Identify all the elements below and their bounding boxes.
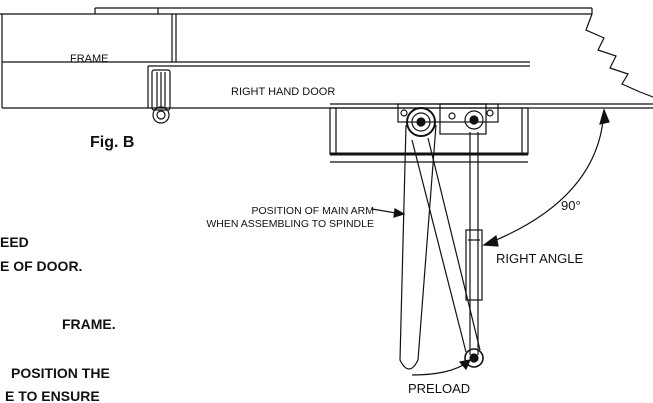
frame-label: FRAME — [70, 53, 109, 65]
position-label-line-2: WHEN ASSEMBLING TO SPINDLE — [206, 218, 374, 230]
right-hand-door-label: RIGHT HAND DOOR — [231, 86, 335, 98]
side-text-2: E OF DOOR. — [0, 258, 82, 274]
door-closer-body — [329, 103, 529, 163]
position-label-line-1: POSITION OF MAIN ARM — [251, 205, 374, 217]
preload-label: PRELOAD — [408, 381, 470, 396]
side-text-4: POSITION THE — [11, 365, 110, 381]
main-arm-position — [399, 124, 481, 370]
side-text-5: E TO ENSURE — [5, 388, 100, 403]
side-text-1: EED — [0, 234, 29, 250]
figure-label: Fig. B — [90, 134, 134, 151]
side-text-3: FRAME. — [62, 316, 116, 332]
preload-arrow — [411, 359, 472, 376]
hinge-icon — [151, 69, 171, 124]
position-leader — [371, 208, 406, 218]
angle-arc — [482, 108, 610, 247]
forearm-rod — [464, 132, 484, 368]
angle-label: 90° — [561, 198, 581, 213]
right-angle-label: RIGHT ANGLE — [496, 251, 584, 266]
